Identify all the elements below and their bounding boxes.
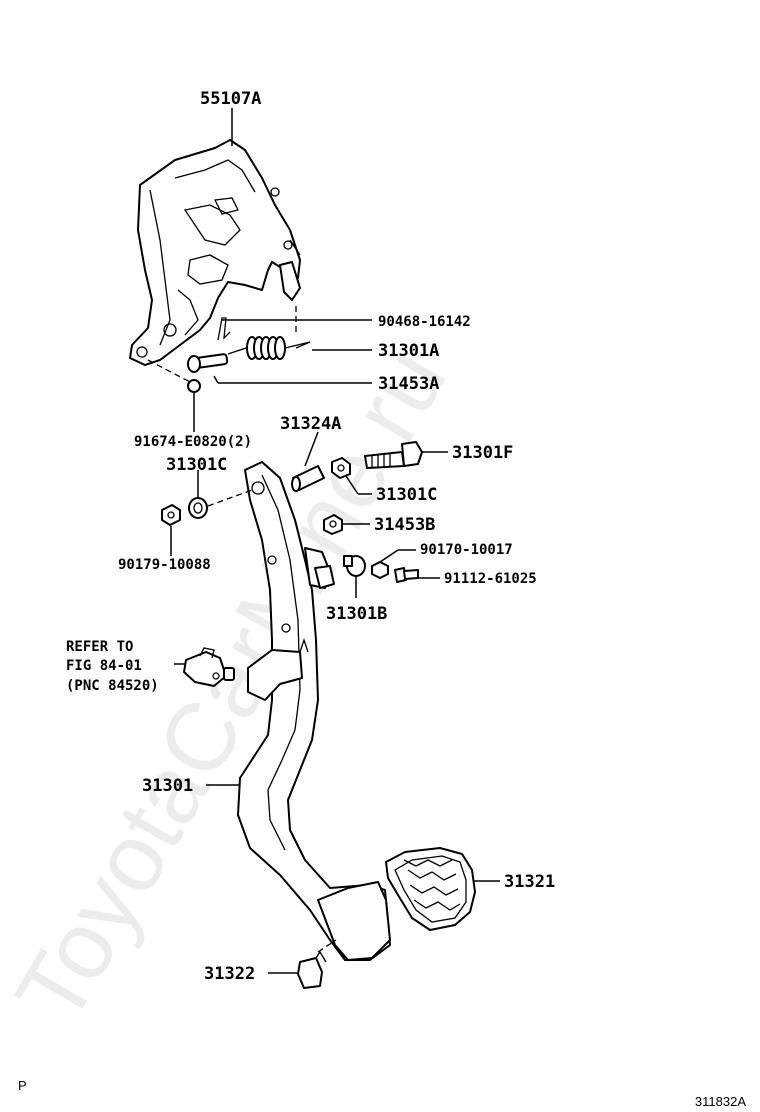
pedal-bracket-drawing — [129, 139, 301, 366]
label-31301c-left: 31301C — [166, 455, 227, 475]
label-refer-line1: REFER TO — [66, 639, 133, 655]
label-55107a: 55107A — [200, 89, 261, 109]
small-bolt-drawing — [147, 359, 201, 393]
footer-left-code: P — [18, 1078, 27, 1093]
label-31301: 31301 — [142, 776, 193, 796]
figure-id: 311832A — [695, 1094, 746, 1109]
label-31324a: 31324A — [280, 414, 341, 434]
pedal-pad-drawing — [385, 847, 476, 931]
label-31453a: 31453A — [378, 374, 439, 394]
label-refer-line2: FIG 84-01 — [66, 658, 142, 674]
label-90179-10088: 90179-10088 — [118, 557, 211, 573]
label-31301b: 31301B — [326, 604, 387, 624]
label-31301a: 31301A — [378, 341, 439, 361]
right-bolt-drawing — [394, 567, 419, 583]
long-bolt-drawing — [364, 441, 423, 469]
stop-switch-drawing — [183, 647, 235, 687]
bushing-right-drawing — [331, 457, 351, 479]
pedal-lever-drawing — [237, 461, 391, 961]
pad-stopper-drawing — [297, 939, 337, 989]
bushing-left-drawing — [161, 489, 253, 526]
clip-drawing — [217, 317, 231, 341]
label-31322: 31322 — [204, 964, 255, 984]
label-90468-16142: 90468-16142 — [378, 314, 471, 330]
right-nut-drawing — [371, 561, 389, 579]
label-91674-e0820: 91674-E0820(2) — [134, 434, 252, 450]
label-31453b: 31453B — [374, 515, 435, 535]
cushion-drawing — [343, 555, 366, 577]
label-91112-61025: 91112-61025 — [444, 571, 537, 587]
collar-drawing — [291, 465, 325, 492]
stopper-drawing — [323, 514, 343, 535]
label-31301f: 31301F — [452, 443, 513, 463]
pin-drawing — [187, 353, 229, 373]
spring-drawing — [227, 306, 311, 360]
label-90170-10017: 90170-10017 — [420, 542, 513, 558]
label-31301c-right: 31301C — [376, 485, 437, 505]
leader-lines — [170, 108, 500, 974]
label-31321: 31321 — [504, 872, 555, 892]
label-refer-line3: (PNC 84520) — [66, 678, 159, 694]
